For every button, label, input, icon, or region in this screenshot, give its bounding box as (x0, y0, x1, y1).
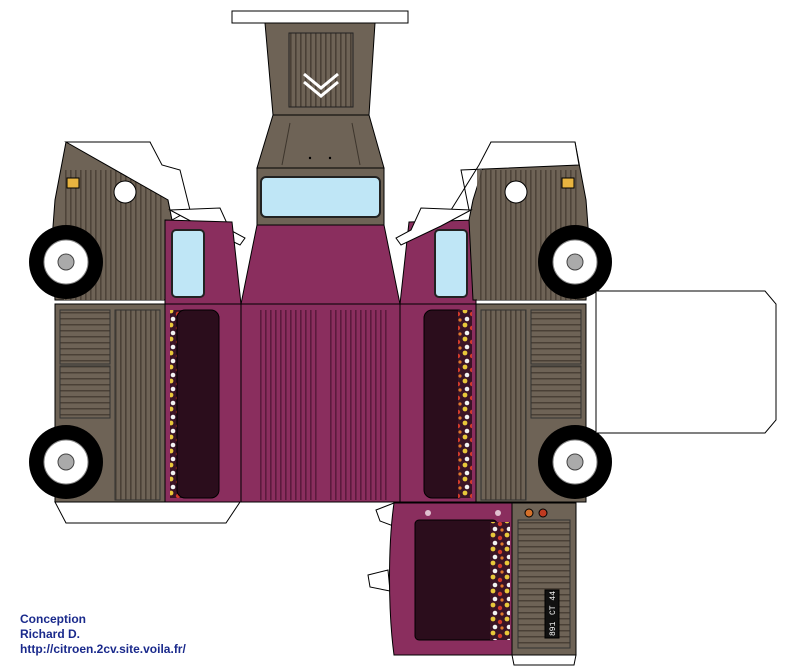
front-grille-panel (264, 22, 376, 116)
rear-door-panel (389, 502, 513, 656)
left-rear-side (164, 303, 242, 503)
left-door (164, 219, 242, 305)
right-rear-side (399, 303, 477, 503)
right-side-tab (595, 290, 777, 434)
left-rear-wheel (29, 425, 103, 499)
left-door-window (171, 229, 205, 298)
hood-panel (256, 114, 385, 169)
credit-conception: Conception (20, 612, 86, 626)
license-plate-right: CT 44 (549, 591, 558, 615)
left-front-wheel (29, 225, 103, 299)
hood-top-tab (231, 10, 409, 24)
tail-light-icon (524, 508, 534, 518)
rear-bottom-tab (511, 654, 577, 666)
windscreen (260, 176, 381, 218)
roof-panel (240, 224, 401, 305)
chevron-logo-icon (303, 72, 339, 98)
tail-light-icon (538, 508, 548, 518)
right-cab-side (395, 141, 590, 301)
license-plate-left: 891 (549, 621, 558, 636)
right-rear-wheel (538, 425, 612, 499)
right-front-wheel (538, 225, 612, 299)
windscreen-panel (256, 167, 385, 226)
rear-panel: 891 CT 44 (511, 502, 577, 656)
floor-panel (240, 303, 401, 503)
license-plate (544, 589, 560, 639)
side-lamp-icon (561, 177, 575, 189)
left-bottom-tab (54, 501, 241, 524)
credit-author: Richard D. (20, 627, 81, 641)
right-door-window (434, 229, 468, 298)
side-lamp-icon (66, 177, 80, 189)
right-door (399, 219, 477, 305)
rear-side-tabs (367, 502, 397, 592)
credit-url[interactable]: http://citroen.2cv.site.voila.fr/ (20, 642, 186, 656)
